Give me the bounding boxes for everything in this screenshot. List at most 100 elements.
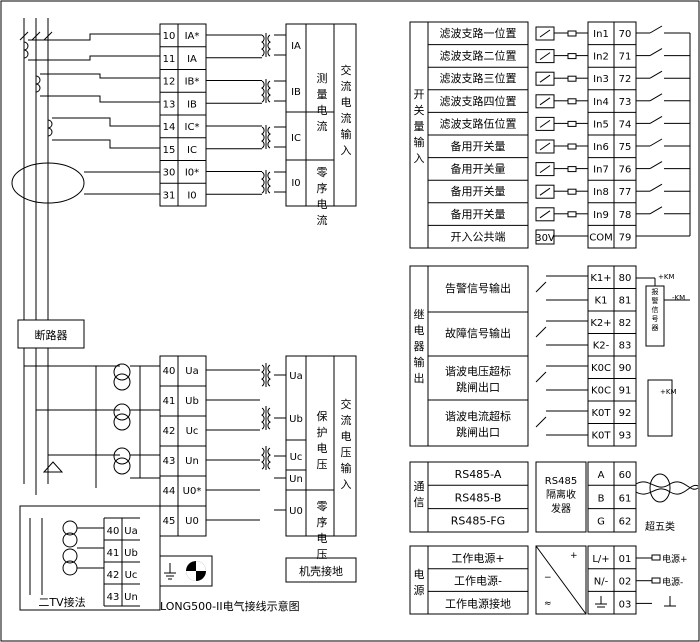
svg-text:电: 电 (317, 104, 328, 117)
plus-km-label: +KM (658, 273, 675, 281)
switch-input-num: 74 (619, 119, 632, 130)
svg-text:电: 电 (414, 324, 425, 337)
svg-text:继: 继 (414, 308, 425, 321)
svg-text:电: 电 (317, 198, 328, 211)
current-terminal-num: 31 (163, 190, 176, 201)
svg-text:关: 关 (414, 103, 425, 117)
switch-input-num: 73 (619, 97, 632, 108)
svg-text:警: 警 (652, 296, 659, 305)
switch-input-label: 滤波支路一位置 (440, 26, 517, 40)
field-wiring (11, 18, 161, 611)
resistor-icon (567, 166, 577, 173)
relay-terminal-code: K0C (591, 386, 611, 397)
tv-connection-box (19, 505, 161, 611)
resistor-icon (567, 211, 577, 218)
svg-text:电: 电 (341, 430, 352, 443)
power-item-label: 工作电源接地 (445, 596, 511, 610)
svg-text:量: 量 (317, 88, 328, 101)
svg-text:流: 流 (317, 213, 328, 227)
svg-text:源: 源 (414, 583, 425, 597)
current-terminal-name: IA (187, 54, 197, 65)
svg-text:电: 电 (317, 442, 328, 455)
power-terminal-code: N/- (594, 577, 609, 588)
current-terminal-num: 11 (163, 54, 176, 65)
power-item-label: 工作电源+ (451, 551, 504, 565)
minus-sign: − (544, 573, 552, 583)
tv-terminal-name: Uc (125, 570, 138, 581)
tv-terminal-name: Un (124, 592, 138, 603)
switch-input-label: 滤波支路四位置 (440, 94, 517, 108)
switch-input-label: 滤波支路伍位置 (440, 116, 517, 130)
switch-input-code: In5 (593, 119, 609, 130)
relay-terminal-num: 80 (619, 273, 632, 284)
current-terminal-num: 14 (163, 122, 176, 133)
switch-input-num: 77 (619, 187, 632, 198)
relay-terminal-code: K1 (595, 296, 608, 307)
comm-group-label: 通信 (414, 480, 425, 509)
switch-input-code: In3 (593, 74, 609, 85)
current-phase-label: IB (291, 87, 301, 98)
voltage-phase-label: Un (289, 474, 303, 485)
relay-output-label: 故障信号输出 (445, 326, 511, 340)
current-terminal-name: IC (187, 145, 197, 156)
tv-terminal-name: Ub (124, 548, 138, 559)
svg-text:流: 流 (341, 111, 352, 125)
comm-terminal-code: A (598, 470, 605, 481)
relay-output-label-2: 跳闸出口 (456, 425, 500, 439)
switch-input-label: 滤波支路三位置 (440, 71, 517, 85)
svg-text:交: 交 (341, 63, 352, 77)
relay-terminal-num: 92 (619, 408, 632, 419)
svg-text:流: 流 (317, 119, 328, 133)
relay-terminal-num: 81 (619, 296, 632, 307)
source-30v: 30V (535, 229, 588, 245)
voltage-terminal-num: 42 (163, 426, 176, 437)
comm-terminal-code: G (597, 517, 605, 528)
comm-terminal-num: 62 (619, 517, 632, 528)
voltage-terminal-name: U0 (185, 516, 199, 527)
relay-terminal-num: 90 (619, 363, 632, 374)
relay-terminal-num: 91 (619, 386, 632, 397)
current-terminal-num: 12 (163, 77, 176, 88)
current-phase-label: I0 (291, 178, 300, 189)
voltage-phase-label: Ub (289, 414, 303, 425)
svg-text:量: 量 (414, 120, 425, 133)
svg-text:入: 入 (341, 144, 352, 157)
comm-item-label: RS485-A (455, 468, 502, 481)
trip-coil-box (647, 379, 673, 437)
svg-text:入: 入 (341, 478, 352, 491)
switch-input-code: In1 (593, 29, 609, 40)
diagram-title: LONG500-II电气接线示意图 (160, 599, 300, 613)
switch-input-num: 71 (619, 52, 632, 63)
minus-km-label: -KM (672, 294, 685, 302)
rs485-isolator-label: RS485 (545, 476, 577, 487)
svg-text:保: 保 (317, 409, 328, 423)
power-terminal-code: L/+ (592, 554, 609, 565)
switch-input-code: In2 (593, 52, 609, 63)
power-out-plus: 电源+ (662, 553, 688, 565)
ac-symbol: ≈ (544, 599, 552, 609)
svg-text:电: 电 (341, 96, 352, 109)
power-item-label: 工作电源- (454, 574, 502, 588)
cable-class-label: 超五类 (645, 520, 675, 533)
case-ground-label: 机壳接地 (299, 564, 343, 578)
svg-text:号: 号 (652, 315, 659, 323)
relay-terminal-num: 82 (619, 318, 632, 329)
current-terminal-name: I0 (187, 190, 196, 201)
switch-input-num: 79 (619, 232, 632, 243)
tv-terminal-num: 43 (107, 592, 120, 603)
comm-item-label: RS485-FG (451, 515, 505, 528)
switch-input-code: In8 (593, 187, 609, 198)
current-terminal-name: I0* (185, 168, 199, 179)
power-group-label: 电源 (414, 568, 425, 597)
svg-text:器: 器 (652, 324, 659, 332)
breaker-box (17, 319, 85, 349)
tv-terminal-num: 41 (107, 548, 120, 559)
voltage-terminal-num: 40 (163, 366, 176, 377)
